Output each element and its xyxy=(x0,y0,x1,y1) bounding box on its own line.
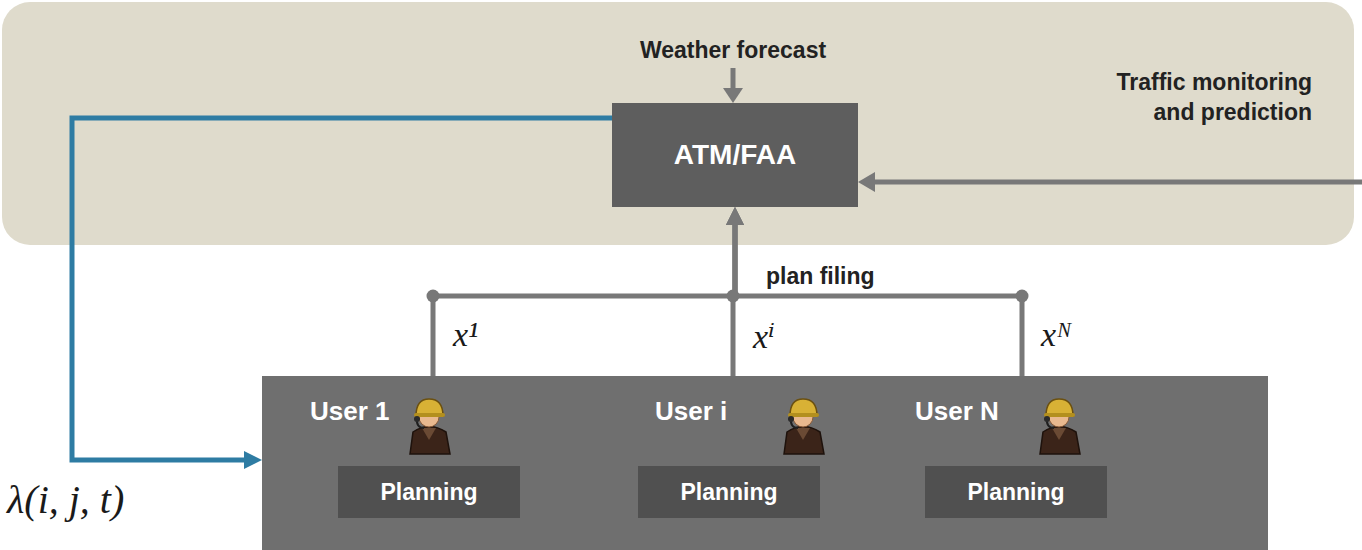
plan-variable-label: xⁱ xyxy=(750,316,778,356)
feedback-arrow xyxy=(72,118,612,460)
user-icon xyxy=(410,399,450,454)
box-label: Planning xyxy=(380,479,477,506)
bus-label: plan filing xyxy=(762,262,879,292)
input-label: Traffic monitoring and prediction xyxy=(1082,68,1312,128)
planning-box: Planning xyxy=(338,466,520,518)
box-label: Planning xyxy=(967,479,1064,506)
user-region: User N Planning xyxy=(890,376,1180,550)
user-label: User N xyxy=(915,396,999,427)
traffic-arrow-head xyxy=(858,172,875,192)
weather-arrow-head xyxy=(723,88,743,103)
atm-box: ATM/FAA xyxy=(612,103,858,207)
plan-variable-label: xᴺ xyxy=(1038,316,1075,354)
users-panel xyxy=(262,376,1268,550)
planning-box: Planning xyxy=(925,466,1107,518)
input-label: Weather forecast xyxy=(588,36,878,66)
plan-filing-connector xyxy=(433,219,735,376)
atm-panel xyxy=(2,2,1354,245)
user-label: User i xyxy=(655,396,727,427)
box-label: ATM/FAA xyxy=(674,139,796,171)
traffic-arrow xyxy=(874,180,1362,185)
plan-variable-label: x¹ xyxy=(450,316,481,354)
user-region: User i Planning xyxy=(590,376,880,550)
weather-arrow xyxy=(731,68,736,89)
user-icon xyxy=(784,399,824,454)
plan-filing-connector xyxy=(735,219,1022,376)
box-label: Planning xyxy=(680,479,777,506)
user-label: User 1 xyxy=(310,396,390,427)
user-icon xyxy=(1040,399,1080,454)
planning-box: Planning xyxy=(638,466,820,518)
price-signal-label: λ(i, j, t) xyxy=(4,476,127,523)
user-region: User 1 Planning xyxy=(262,376,562,550)
